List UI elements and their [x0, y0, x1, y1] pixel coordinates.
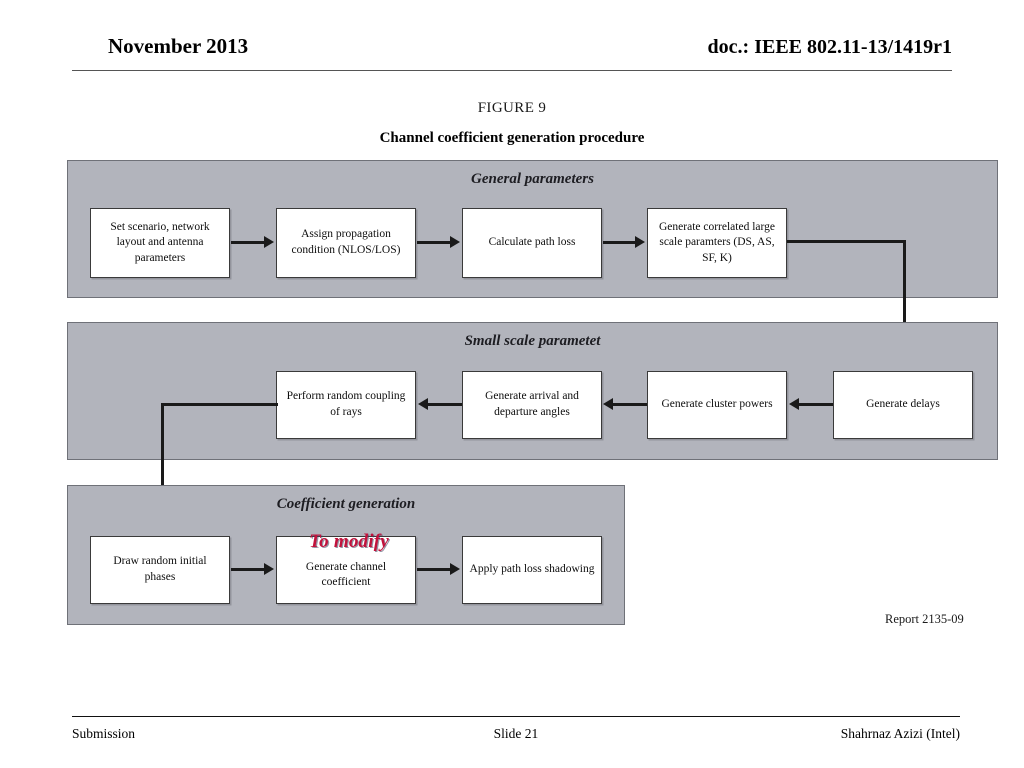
process-box-label: Calculate path loss [488, 236, 576, 249]
footer-author: Shahrnaz Azizi (Intel) [840, 726, 960, 741]
connector-pathloss-to-largescale [603, 241, 636, 244]
process-box-label: Perform random coupling of rays [286, 390, 406, 418]
header-divider [72, 70, 952, 71]
process-box-generate-channel-coefficient[interactable]: Generate channel coefficient [276, 536, 416, 604]
connector-angles-to-randomcoupling [428, 403, 462, 406]
connector-channelcoefficient-to-shadowing [417, 568, 451, 571]
footer-divider [72, 716, 960, 717]
arrowhead-right [264, 563, 274, 575]
annotation-to-modify: To modify [309, 531, 389, 552]
connector-clusterpowers-to-angles [613, 403, 647, 406]
connector-phases-to-channelcoefficient [231, 568, 265, 571]
process-box-assign-propagation-condition[interactable]: Assign propagation condition (NLOS/LOS) [276, 208, 416, 278]
process-box-label: Generate cluster powers [661, 398, 773, 411]
band-title-general-parameters: General parameters [471, 171, 594, 187]
connector-delays-to-clusterpowers [799, 403, 833, 406]
footer-submission-label: Submission [72, 726, 136, 741]
process-box-label: Generate delays [866, 398, 940, 411]
arrowhead-left [418, 398, 428, 410]
arrowhead-right [450, 563, 460, 575]
arrowhead-right [450, 236, 460, 248]
slide-footer: Submission Slide 21 Shahrnaz Azizi (Inte… [72, 716, 960, 756]
process-box-label: Set scenario, network layout and antenna… [110, 220, 210, 264]
process-box-label: Generate correlated large scale paramter… [659, 220, 775, 264]
figure-number: FIGURE 9 [477, 100, 547, 116]
process-box-generate-delays[interactable]: Generate delays [833, 371, 973, 439]
connector-propagation-to-pathloss [417, 241, 451, 244]
report-reference: Report 2135-09 [885, 612, 964, 626]
process-box-label: Assign propagation condition (NLOS/LOS) [291, 228, 401, 256]
connector-scenario-to-propagation [231, 241, 265, 244]
connector-largescale-to-delays-horizontal [787, 240, 906, 243]
arrowhead-left [603, 398, 613, 410]
figure-caption: Channel coefficient generation procedure [379, 130, 645, 146]
arrowhead-right [635, 236, 645, 248]
process-box-generate-large-scale-parameters[interactable]: Generate correlated large scale paramter… [647, 208, 787, 278]
process-box-label: Generate channel coefficient [305, 560, 387, 589]
arrowhead-right [264, 236, 274, 248]
process-box-generate-arrival-departure-angles[interactable]: Generate arrival and departure angles [462, 371, 602, 439]
band-title-coefficient-generation: Coefficient generation [276, 496, 416, 512]
process-box-generate-cluster-powers[interactable]: Generate cluster powers [647, 371, 787, 439]
header-document-id: doc.: IEEE 802.11-13/1419r1 [707, 36, 952, 58]
process-box-calculate-path-loss[interactable]: Calculate path loss [462, 208, 602, 278]
slide-header: November 2013 doc.: IEEE 802.11-13/1419r… [72, 34, 952, 72]
process-box-perform-random-coupling[interactable]: Perform random coupling of rays [276, 371, 416, 439]
connector-randomcoupling-to-phases-horizontal [161, 403, 278, 406]
process-box-draw-random-initial-phases[interactable]: Draw random initial phases [90, 536, 230, 604]
process-box-label: Draw random initial phases [113, 555, 207, 583]
footer-slide-number: Slide 21 [493, 726, 539, 741]
process-box-set-scenario[interactable]: Set scenario, network layout and antenna… [90, 208, 230, 278]
header-date: November 2013 [108, 34, 249, 58]
channel-coefficient-flowchart: General parameters Set scenario, network… [67, 160, 998, 626]
process-box-label: Generate arrival and departure angles [485, 390, 579, 418]
process-box-label: Apply path loss shadowing [469, 563, 595, 576]
connector-randomcoupling-to-phases-vertical [161, 403, 164, 529]
connector-largescale-to-delays-vertical [903, 240, 906, 366]
band-title-small-scale-parameter: Small scale parametet [464, 333, 601, 349]
process-box-apply-path-loss-shadowing[interactable]: Apply path loss shadowing [462, 536, 602, 604]
arrowhead-left [789, 398, 799, 410]
